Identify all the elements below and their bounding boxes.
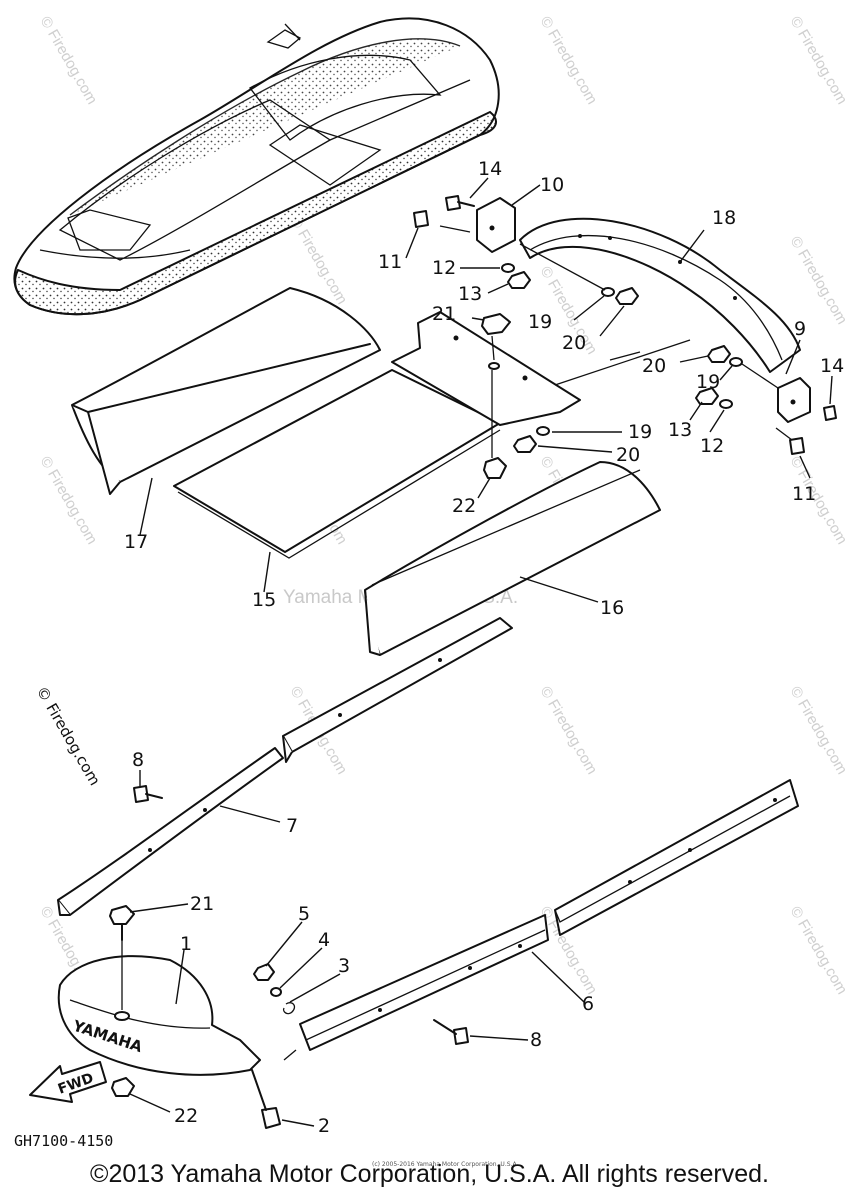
part-9-bracket [777,377,811,423]
callout-8-lower: 8 [530,1029,542,1051]
callout-20-right: 20 [642,355,666,377]
callout-18: 18 [712,207,736,229]
callout-20-center: 20 [616,444,640,466]
center-plate [391,311,581,426]
watermark-7: © Firedog.com [37,454,101,548]
callout-11-top: 11 [378,251,402,273]
callout-22-lower: 22 [174,1105,198,1127]
callout-19-center: 19 [628,421,652,443]
watermark-16: © Firedog.com [787,904,851,998]
watermark-12: © Firedog.com [537,684,601,778]
callout-17: 17 [124,531,148,553]
watermark-2: © Firedog.com [537,14,601,108]
callout-4: 4 [318,929,330,951]
watermark-6: © Firedog.com [787,234,851,328]
callout-20-top: 20 [562,332,586,354]
watermark-3: © Firedog.com [787,14,851,108]
fwd-arrow: FWD [29,1061,107,1103]
firedog-mark: © Firedog.com [33,683,104,789]
callout-14-right: 14 [820,355,844,377]
callout-1: 1 [180,933,192,955]
small-copyright: (c) 2005-2016 Yamaha Motor Corporation, … [372,1161,518,1168]
callout-6: 6 [582,993,594,1015]
callout-15: 15 [252,589,276,611]
hardware [109,195,837,1129]
callout-3: 3 [338,955,350,977]
callout-7: 7 [286,815,298,837]
diagram-part-code: GH7100-4150 [14,1132,113,1150]
callout-21-top: 21 [432,303,456,325]
callout-22-center: 22 [452,495,476,517]
part-18-rear-bumper [519,217,801,373]
callout-19-right: 19 [696,371,720,393]
callout-9: 9 [794,318,806,340]
part-10-bracket [476,197,516,253]
callout-8-left: 8 [132,749,144,771]
watercraft-illustration [13,17,500,316]
callout-16: 16 [600,597,624,619]
callout-12-right: 12 [700,435,724,457]
callout-10: 10 [540,174,564,196]
part-16-side-panel [364,461,661,656]
assembly-lines [121,225,793,1061]
callout-21-lower: 21 [190,893,214,915]
copyright-footer: ©2013 Yamaha Motor Corporation, U.S.A. A… [90,1160,769,1188]
watermark-13: © Firedog.com [787,684,851,778]
callout-labels: 14 10 11 12 13 18 19 20 21 9 20 19 14 13… [124,158,844,1137]
callout-13-right: 13 [668,419,692,441]
watermark-1: © Firedog.com [37,14,101,108]
part-17-side-panel [71,287,381,495]
callout-12-top: 12 [432,257,456,279]
part-7-side-rail [57,617,513,916]
callout-19-top: 19 [528,311,552,333]
part-1-front-bumper: YAMAHA [57,955,261,1076]
callout-11-right: 11 [792,483,816,505]
callout-14-top: 14 [478,158,502,180]
part-6-side-rail [299,779,799,1051]
callout-2: 2 [318,1115,330,1137]
callout-leaders [129,177,833,1127]
callout-5: 5 [298,903,310,925]
callout-13-top: 13 [458,283,482,305]
